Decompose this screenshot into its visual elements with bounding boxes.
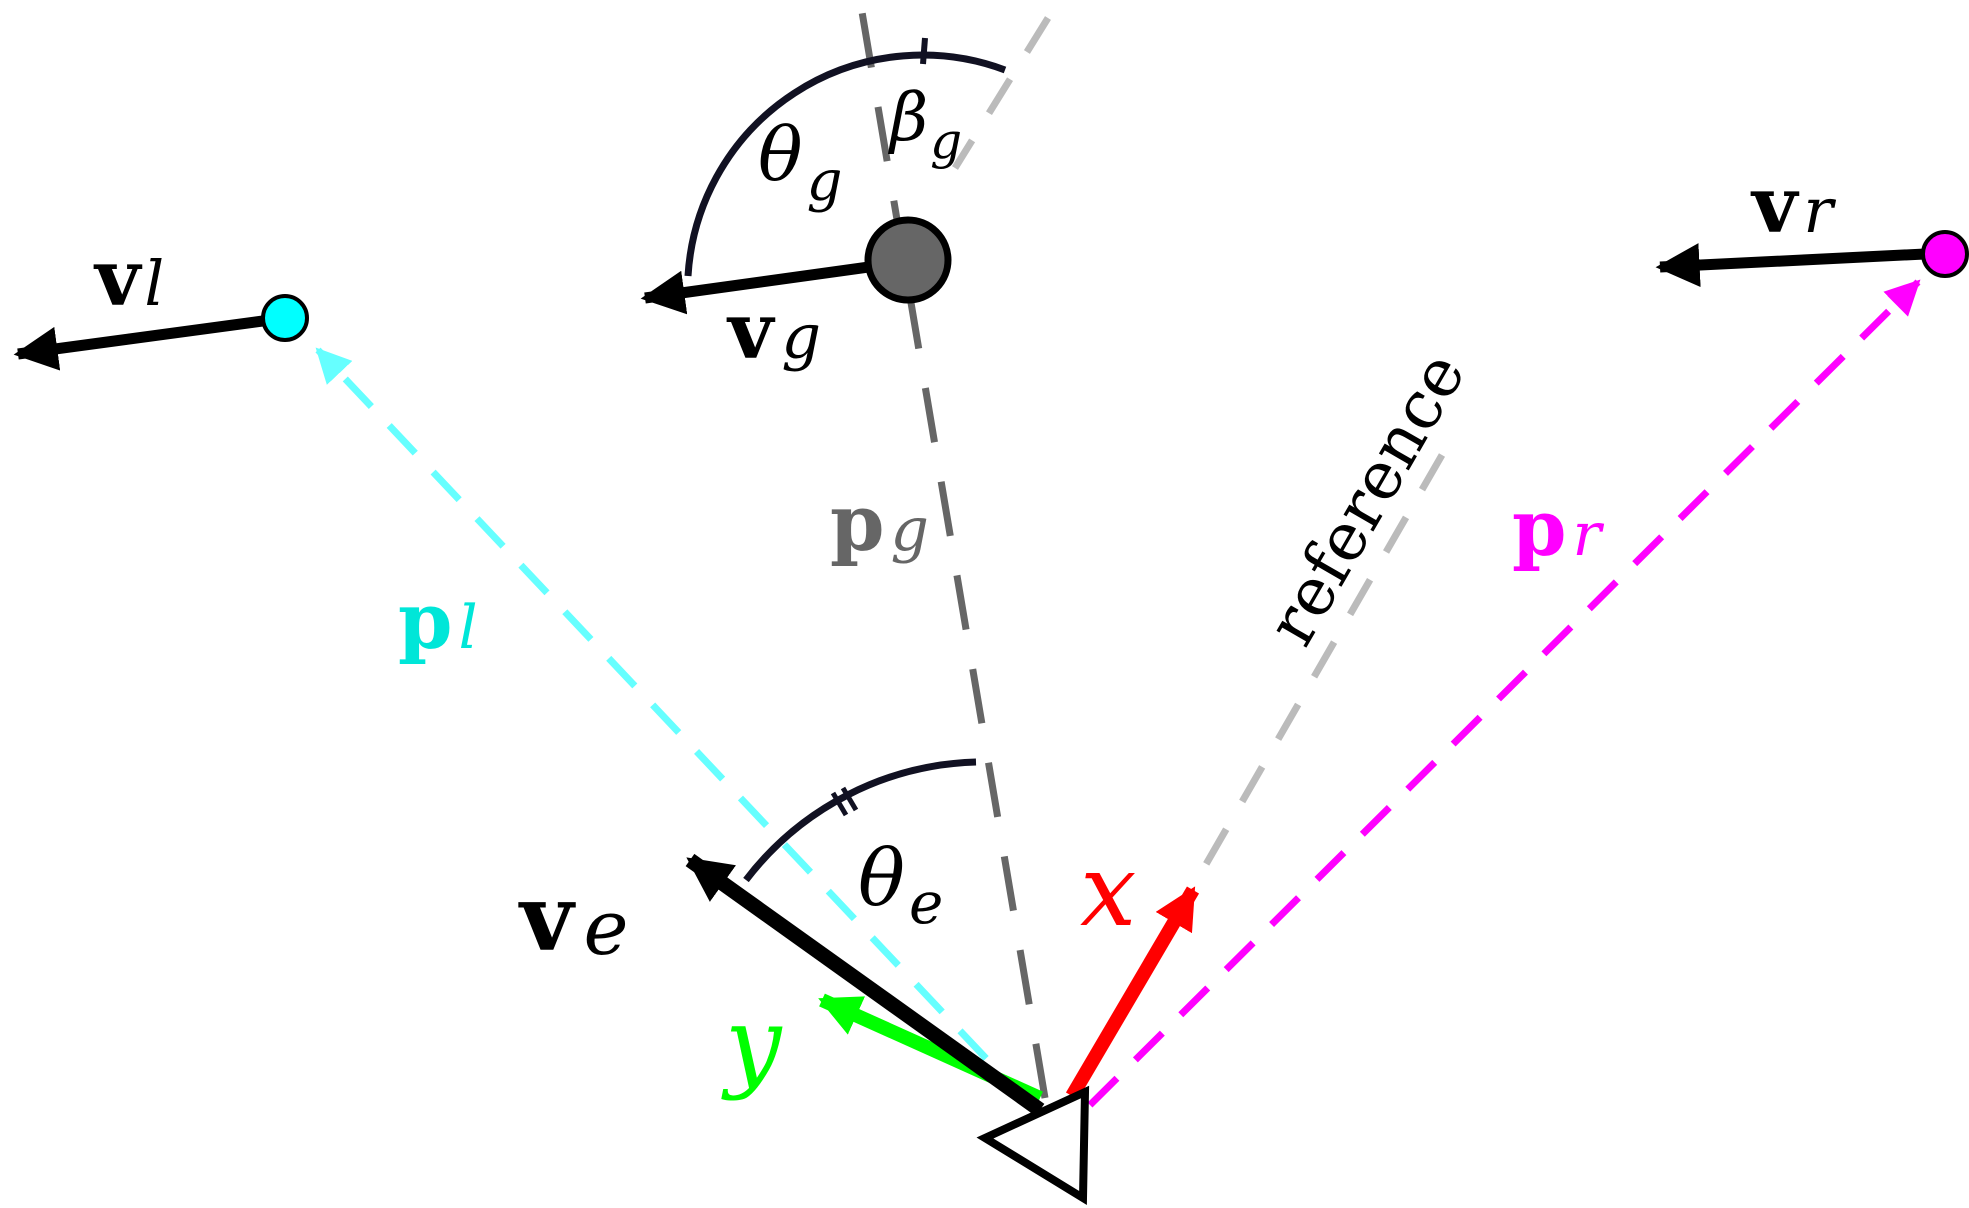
label-theta-e: θe (858, 834, 943, 937)
label-v-r: vr (1750, 160, 1836, 251)
path-p-l (315, 347, 1033, 1108)
velocity-v-r-arrow (1655, 243, 1946, 288)
theta-g-arc (684, 51, 1007, 277)
reference-line-lower (1201, 453, 1446, 868)
label-y-axis: y (721, 985, 783, 1102)
label-reference: reference (1252, 340, 1480, 658)
label-theta-g: θg (758, 112, 842, 214)
goal-agent (864, 216, 952, 304)
ego-agent-triangle (976, 1085, 1090, 1206)
theta-e-tick-2 (840, 786, 859, 812)
left-agent (261, 294, 309, 342)
right-agent (1921, 230, 1969, 278)
label-v-l: vl (93, 233, 164, 324)
label-x-axis: x (1080, 832, 1136, 949)
velocity-v-e-arrow (685, 853, 1045, 1117)
path-p-r (1087, 279, 1921, 1108)
theta-g-tick (920, 37, 928, 65)
ego-x-axis-arrow (1065, 886, 1200, 1100)
reference-line-upper (952, 16, 1051, 170)
reference-line (1045, 16, 1070, 1090)
label-beta-g: βg (887, 79, 962, 170)
velocity-v-g-arrow (640, 256, 906, 315)
theta-e-tick-1 (830, 791, 849, 817)
velocity-v-l-arrow (13, 312, 286, 371)
